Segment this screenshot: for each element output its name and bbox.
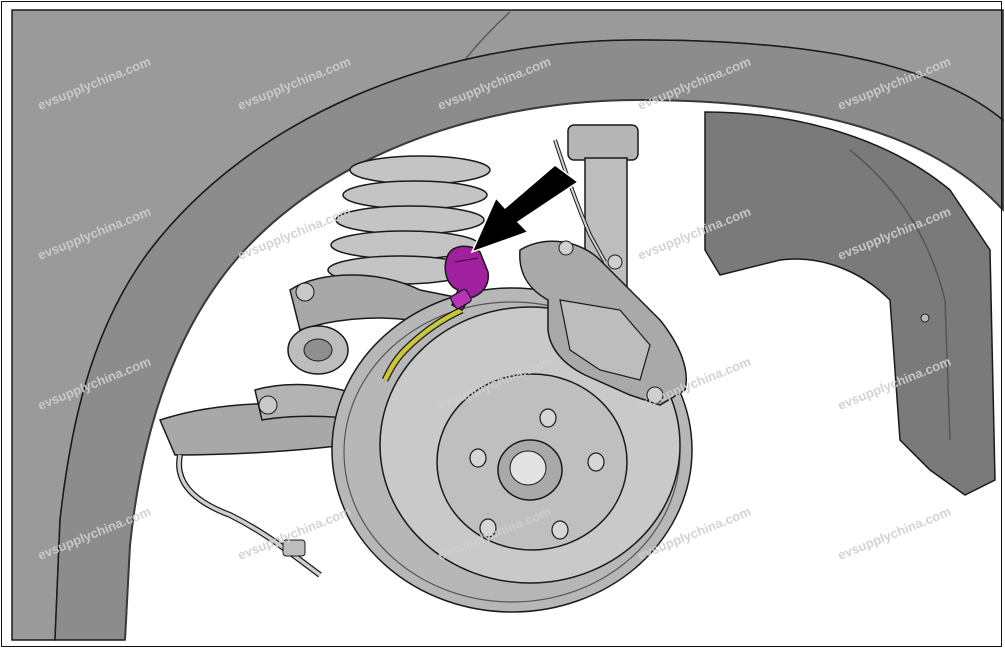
wheel-speed-sensor-connector — [444, 245, 490, 311]
bushing-center — [303, 338, 333, 362]
coil-spring — [327, 155, 491, 285]
liner-ridge — [849, 149, 951, 441]
fender-arch-inner-edge — [124, 98, 1004, 641]
caliper-bolt — [646, 386, 664, 404]
liner-fastener — [920, 313, 930, 323]
hose-clip — [282, 539, 306, 557]
caliper-bolt — [607, 254, 623, 270]
wheel-hub-center — [509, 450, 547, 486]
wheel-speed-sensor-wire-fill — [382, 307, 463, 382]
callout-arrow — [470, 164, 580, 254]
arm-bolt — [295, 282, 315, 302]
caliper-bleed-screw — [558, 240, 574, 256]
brake-caliper-bracket — [559, 299, 651, 381]
parking-brake-cable-fill — [554, 139, 606, 263]
arm-bolt — [258, 395, 278, 415]
wheel-studs — [469, 408, 605, 540]
shock-absorber-upper — [567, 124, 639, 161]
wheel-well-liner — [704, 111, 996, 496]
